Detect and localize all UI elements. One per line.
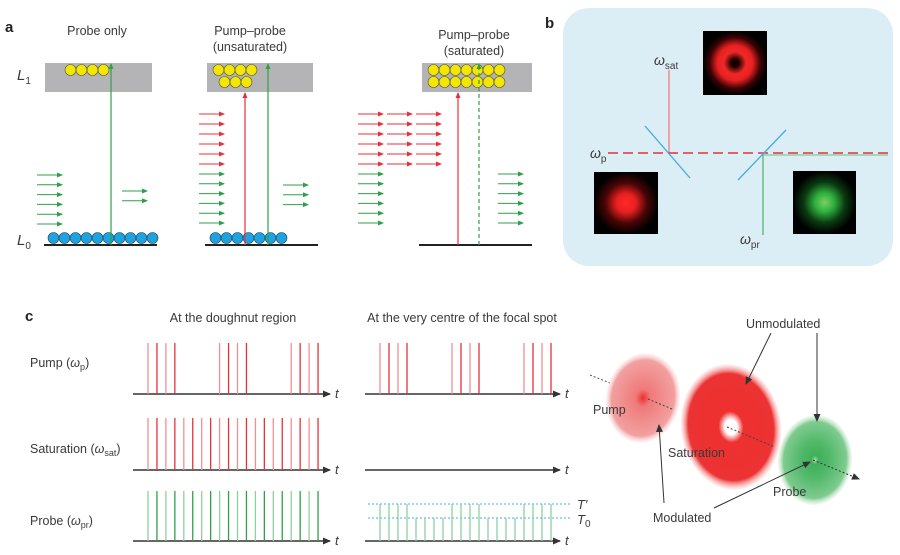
ground-state-molecule xyxy=(102,232,115,244)
title-pump-probe-sat-2: (saturated) xyxy=(444,44,504,58)
panel-c-letter: c xyxy=(25,308,33,325)
excited-state-molecule xyxy=(212,64,225,76)
excited-state-molecule xyxy=(229,76,242,88)
ground-state-molecule xyxy=(209,232,222,244)
panel-a: a L1 L0 Probe only Pump–probe (unsaturat… xyxy=(5,19,532,252)
dichroic-mirror-1 xyxy=(644,125,691,179)
excited-state-molecule xyxy=(460,76,473,88)
panel-c: c At the doughnut region At the very cen… xyxy=(25,308,860,548)
ground-state-molecule xyxy=(275,232,288,244)
excited-state-molecule xyxy=(460,64,473,76)
ground-state-molecule xyxy=(135,232,148,244)
excited-state-molecule xyxy=(240,76,253,88)
ground-state-molecule xyxy=(253,232,266,244)
panel-a-molecules-and-arrows xyxy=(37,63,524,245)
ground-state-molecule xyxy=(69,232,82,244)
spot-label-saturation: Saturation xyxy=(668,446,725,460)
excited-state-molecule xyxy=(471,76,484,88)
column-title-centre: At the very centre of the focal spot xyxy=(367,311,557,325)
beam-axis-sat xyxy=(726,426,776,448)
ground-state-molecule xyxy=(220,232,233,244)
title-pump-probe-unsat-2: (unsaturated) xyxy=(213,40,287,54)
annotation-modulated: Modulated xyxy=(653,511,711,525)
excited-state-molecule xyxy=(438,64,451,76)
focal-spots-illustration: Pump Saturation Probe Unmodulated Modula… xyxy=(589,317,860,525)
pump-spot xyxy=(605,353,681,443)
excited-state-molecule xyxy=(245,64,258,76)
time-axis-doughnut-saturation-t-label: t xyxy=(335,462,340,477)
excited-state-molecule xyxy=(482,76,495,88)
excited-state-molecule xyxy=(449,64,462,76)
excited-state-molecule xyxy=(86,64,99,76)
title-pump-probe-unsat-1: Pump–probe xyxy=(214,24,286,38)
excited-state-molecule xyxy=(64,64,77,76)
spot-label-probe: Probe xyxy=(773,485,806,499)
excited-state-molecule xyxy=(438,76,451,88)
time-axis-centre-saturation-t-label: t xyxy=(565,462,570,477)
title-probe-only: Probe only xyxy=(67,24,128,38)
excited-state-molecule xyxy=(97,64,110,76)
ground-state-molecule xyxy=(47,232,60,244)
panel-b: b ωsat ωp ωpr xyxy=(545,8,893,266)
excited-state-molecule xyxy=(482,64,495,76)
excited-state-molecule xyxy=(427,76,440,88)
omega-sat-label: ωsat xyxy=(654,52,678,72)
time-axis-doughnut-probe-t-label: t xyxy=(335,533,340,548)
level-l1-label: L1 xyxy=(17,67,31,87)
panel-a-letter: a xyxy=(5,19,14,36)
ground-state-molecule xyxy=(91,232,104,244)
column-title-doughnut: At the doughnut region xyxy=(170,311,297,325)
ground-state-molecule xyxy=(113,232,126,244)
excited-state-molecule xyxy=(75,64,88,76)
time-axis-centre-probe-t-label: t xyxy=(565,533,570,548)
time-axis-centre-pump-t-label: t xyxy=(565,386,570,401)
ground-state-molecule xyxy=(124,232,137,244)
spot-label-pump: Pump xyxy=(593,403,626,417)
ground-state-molecule xyxy=(264,232,277,244)
beam-axis-in xyxy=(589,374,611,384)
ground-state-molecule xyxy=(80,232,93,244)
arrow-unmodulated-sat xyxy=(745,332,772,385)
row-label-saturation: Saturation (ωsat) xyxy=(30,442,121,458)
excited-state-molecule xyxy=(218,76,231,88)
annotation-unmodulated: Unmodulated xyxy=(746,317,820,331)
time-axis-doughnut-pump-t-label: t xyxy=(335,386,340,401)
doughnut-beam-image xyxy=(703,31,767,95)
excited-state-molecule xyxy=(493,76,506,88)
ground-state-molecule xyxy=(146,232,159,244)
ground-state-molecule xyxy=(231,232,244,244)
dichroic-mirror-2 xyxy=(737,129,787,181)
threshold-t0-label: T0 xyxy=(577,512,591,530)
title-pump-probe-sat-1: Pump–probe xyxy=(438,28,510,42)
excited-state-molecule xyxy=(471,64,484,76)
arrow-modulated-probe xyxy=(713,461,811,509)
probe-spot xyxy=(777,415,853,505)
omega-p-label: ωp xyxy=(590,145,607,165)
excited-state-molecule xyxy=(493,64,506,76)
beam-axis-out[interactable] xyxy=(812,459,860,480)
panel-b-letter: b xyxy=(545,15,554,32)
arrow-modulated-pump xyxy=(655,424,665,504)
excited-state-molecule xyxy=(234,64,247,76)
pulse-trains: t t t t t t xyxy=(133,343,570,548)
threshold-t-prime-label: T′ xyxy=(577,497,588,512)
pump-beam-image xyxy=(594,172,658,234)
excited-state-molecule xyxy=(223,64,236,76)
row-label-pump: Pump (ωp) xyxy=(30,356,89,372)
excited-state-molecule xyxy=(427,64,440,76)
saturation-spot xyxy=(680,364,782,490)
ground-state-molecule xyxy=(58,232,71,244)
excited-state-molecule xyxy=(449,76,462,88)
row-label-probe: Probe (ωpr) xyxy=(30,514,93,530)
beam-axis-pump xyxy=(647,398,673,410)
probe-beam-image xyxy=(793,171,856,234)
omega-pr-label: ωpr xyxy=(740,231,760,251)
level-l0-label: L0 xyxy=(17,232,31,252)
